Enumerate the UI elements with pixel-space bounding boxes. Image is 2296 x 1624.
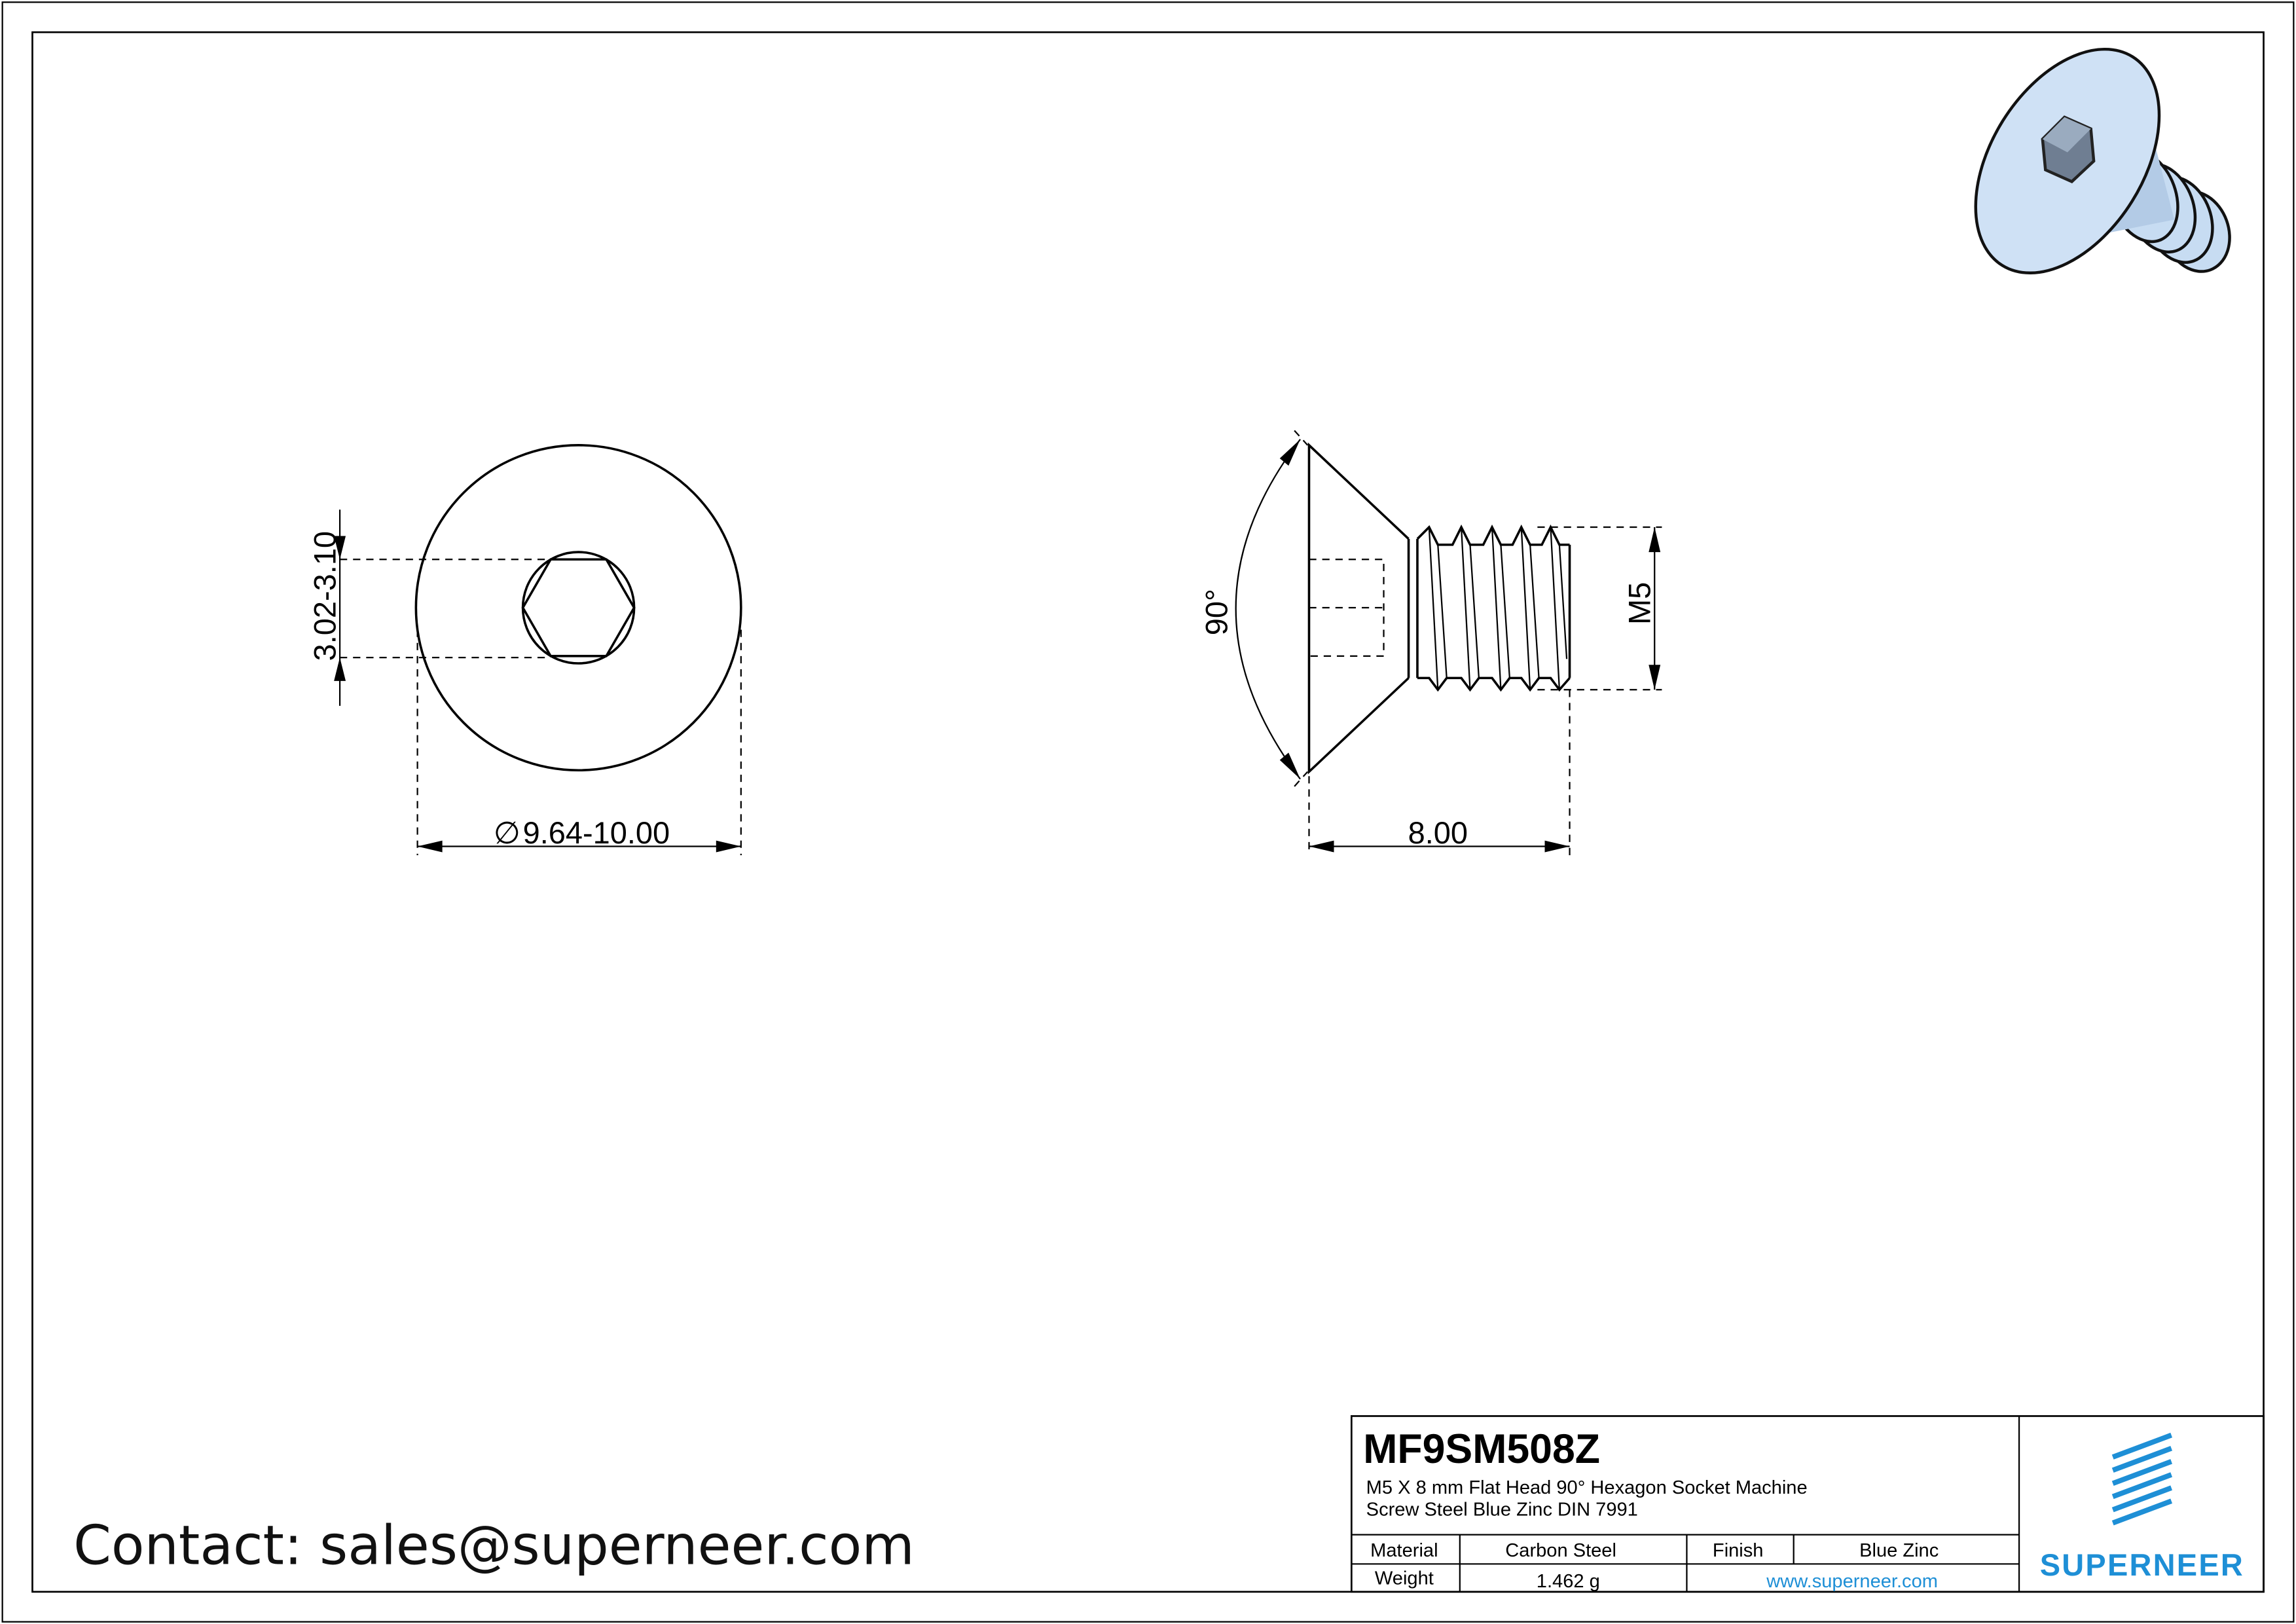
socket-circle (521, 551, 636, 665)
thread-dim-text: M5 (1622, 582, 1657, 625)
head-outline (414, 444, 742, 772)
superneer-logo-icon (2111, 1432, 2173, 1526)
part-number: MF9SM508Z (1363, 1426, 1600, 1472)
drawing-frame (31, 31, 2265, 1593)
material-value: Carbon Steel (1505, 1540, 1616, 1561)
diameter-symbol: ∅ (494, 815, 520, 850)
weight-label: Weight (1375, 1568, 1434, 1589)
description-line2: Screw Steel Blue Zinc DIN 7991 (1366, 1500, 1638, 1521)
screw-3d-render (1974, 47, 2231, 275)
brand-name: SUPERNEER (2040, 1547, 2244, 1582)
angle-dim-text: 90° (1199, 589, 1233, 635)
finish-label: Finish (1713, 1540, 1764, 1561)
description-line1: M5 X 8 mm Flat Head 90° Hexagon Socket M… (1366, 1477, 1808, 1498)
front-view: 3.02-3.10 ∅ 9.64-10.00 (307, 444, 742, 855)
thread (1416, 525, 1571, 692)
length-dim-text: 8.00 (1408, 815, 1468, 850)
weight-value: 1.462 g (1537, 1571, 1600, 1592)
title-block: MF9SM508Z M5 X 8 mm Flat Head 90° Hexago… (1350, 1415, 2265, 1593)
finish-value: Blue Zinc (1859, 1540, 1939, 1561)
hex-socket (521, 558, 636, 657)
contact-email: Contact: sales@superneer.com (73, 1513, 915, 1577)
website-link[interactable]: www.superneer.com (1766, 1571, 1938, 1592)
head-diameter-dim-text: 9.64-10.00 (523, 815, 670, 850)
socket-hidden-lines (1308, 559, 1385, 657)
side-view: M5 8.00 90° (1199, 430, 1662, 855)
socket-dim-text: 3.02-3.10 (307, 531, 342, 661)
angle-dim-arc (1235, 439, 1301, 780)
material-label: Material (1370, 1540, 1438, 1561)
